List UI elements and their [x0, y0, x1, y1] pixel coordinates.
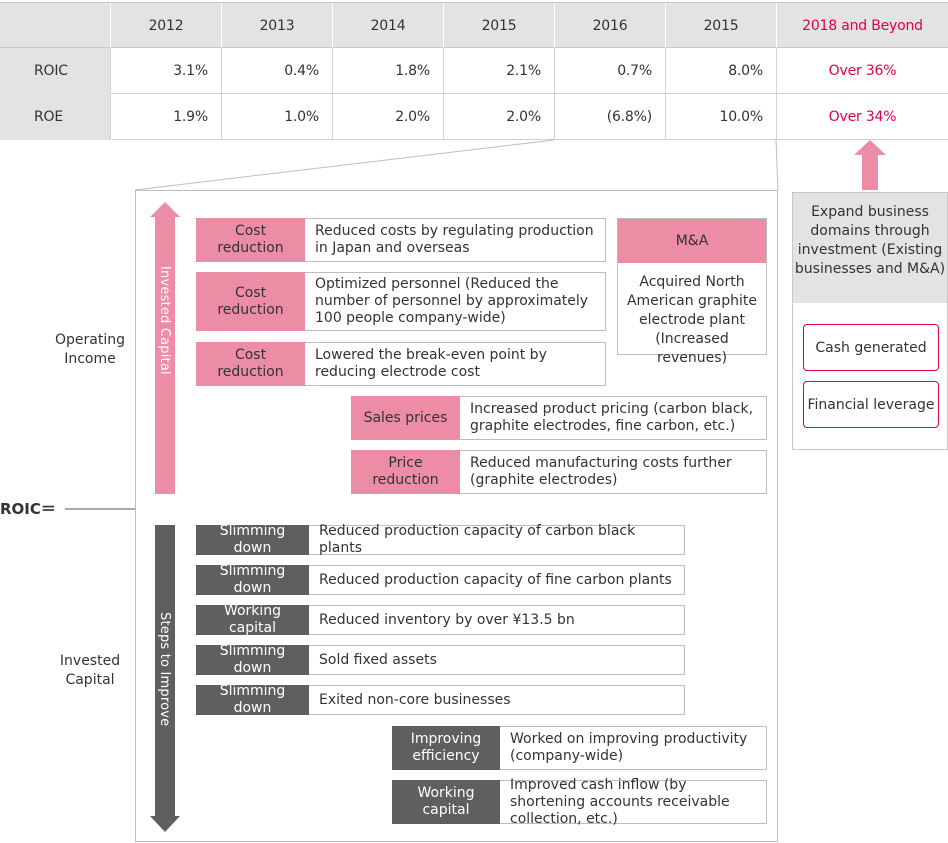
- row-label: ROIC: [0, 48, 110, 94]
- table-cell-target: Over 36%: [776, 48, 948, 94]
- capital-item: Slimming down Sold fixed assets: [196, 643, 685, 676]
- table-cell: 0.4%: [221, 48, 332, 94]
- item-tag: Slimming down: [196, 683, 309, 716]
- capital-item: Working capital Improved cash inflow (by…: [392, 777, 767, 827]
- table-row-roe: ROE 1.9% 1.0% 2.0% 2.0% (6.8%) 10.0% Ove…: [0, 94, 948, 140]
- item-tag: Working capital: [196, 603, 309, 636]
- table-cell: 1.8%: [332, 48, 443, 94]
- table-cell: 2.0%: [332, 94, 443, 140]
- ma-box: M&A Acquired North American graphite ele…: [617, 218, 767, 366]
- row-label: ROE: [0, 94, 110, 140]
- item-description: Increased product pricing (carbon black,…: [460, 396, 767, 440]
- callout-line-right: [775, 139, 779, 191]
- table-cell: 3.1%: [110, 48, 221, 94]
- operating-income-label: Operating Income: [55, 332, 125, 367]
- table-cell: 8.0%: [665, 48, 776, 94]
- table-header-year: 2015: [443, 3, 554, 49]
- item-description: Reduced manufacturing costs further (gra…: [460, 450, 767, 494]
- table-cell: 1.0%: [221, 94, 332, 140]
- down-arrow-icon: [150, 525, 180, 832]
- expansion-panel: Expand business domains through investme…: [792, 192, 948, 450]
- invested-capital-label: Invested Capital: [59, 653, 121, 688]
- table-header-row: 2012 2013 2014 2015 2016 2015 2018 and B…: [0, 2, 948, 49]
- table-cell: 1.9%: [110, 94, 221, 140]
- table-cell: 2.1%: [443, 48, 554, 94]
- income-item: Cost reduction Lowered the break-even po…: [196, 342, 606, 386]
- capital-item: Slimming down Reduced production capacit…: [196, 523, 685, 556]
- table-header-target: 2018 and Beyond: [776, 3, 948, 49]
- item-description: Reduced costs by regulating production i…: [305, 218, 606, 262]
- item-tag: Slimming down: [196, 523, 309, 556]
- income-item: Cost reduction Reduced costs by regulati…: [196, 218, 606, 262]
- item-description: Optimized personnel (Reduced the number …: [305, 272, 606, 331]
- item-description: Sold fixed assets: [309, 645, 685, 675]
- item-description: Worked on improving productivity (compan…: [500, 726, 767, 770]
- income-item: Cost reduction Optimized personnel (Redu…: [196, 272, 606, 331]
- down-arrow-label: Steps to Improve: [157, 612, 172, 727]
- ma-title: M&A: [618, 219, 766, 263]
- item-description: Reduced inventory by over ¥13.5 bn: [309, 605, 685, 635]
- cash-generated-pill: Cash generated: [803, 324, 939, 371]
- item-tag: Sales prices: [351, 396, 460, 440]
- capital-item: Slimming down Reduced production capacit…: [196, 563, 685, 596]
- up-arrow-label: Invested Capital: [157, 266, 172, 375]
- table-header-year: 2012: [110, 3, 221, 49]
- income-item: Price reduction Reduced manufacturing co…: [351, 450, 767, 494]
- capital-item: Slimming down Exited non-core businesses: [196, 683, 685, 716]
- table-header-year: 2014: [332, 3, 443, 49]
- table-cell: 0.7%: [554, 48, 665, 94]
- ma-description: Acquired North American graphite electro…: [626, 274, 758, 366]
- capital-item: Working capital Reduced inventory by ove…: [196, 603, 685, 636]
- expansion-heading: Expand business domains through investme…: [793, 193, 947, 303]
- table-header-year: 2013: [221, 3, 332, 49]
- item-description: Reduced production capacity of carbon bl…: [309, 523, 685, 556]
- item-description: Exited non-core businesses: [309, 685, 685, 715]
- item-tag: Working capital: [392, 780, 500, 824]
- callout-line-left: [134, 139, 555, 191]
- item-tag: Price reduction: [351, 450, 460, 494]
- item-tag: Cost reduction: [196, 342, 305, 386]
- item-tag: Improving efficiency: [392, 726, 500, 770]
- item-tag: Slimming down: [196, 563, 309, 596]
- growth-up-arrow-icon: [854, 140, 886, 190]
- up-arrow-icon: [150, 202, 180, 494]
- financial-leverage-pill: Financial leverage: [803, 381, 939, 428]
- table-header-year: 2016: [554, 3, 665, 49]
- table-row-roic: ROIC 3.1% 0.4% 1.8% 2.1% 0.7% 8.0% Over …: [0, 48, 948, 94]
- item-description: Lowered the break-even point by reducing…: [305, 342, 606, 386]
- item-description: Reduced production capacity of fine carb…: [309, 565, 685, 595]
- table-header-year: 2015: [665, 3, 776, 49]
- capital-item: Improving efficiency Worked on improving…: [392, 726, 767, 770]
- table-cell: 10.0%: [665, 94, 776, 140]
- table-cell-target: Over 34%: [776, 94, 948, 140]
- item-description: Improved cash inflow (by shortening acco…: [500, 777, 767, 827]
- roic-equals-label: ROIC＝: [0, 500, 56, 518]
- table-cell: 2.0%: [443, 94, 554, 140]
- item-tag: Cost reduction: [196, 218, 305, 262]
- table-cell: (6.8%): [554, 94, 665, 140]
- item-tag: Cost reduction: [196, 272, 305, 331]
- item-tag: Slimming down: [196, 643, 309, 676]
- income-item: Sales prices Increased product pricing (…: [351, 396, 767, 440]
